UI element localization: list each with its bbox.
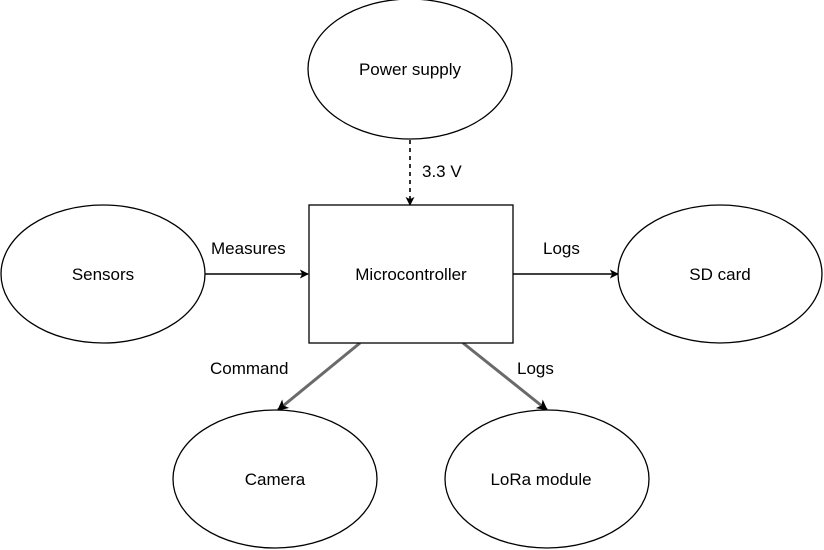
edge-mcu-to-lora [462, 341, 548, 412]
edge-camera-label: Command [210, 359, 288, 378]
node-sensors-label: Sensors [72, 265, 134, 284]
node-camera: Camera [172, 409, 378, 549]
node-lora-module: LoRa module [444, 409, 650, 549]
node-sd-card: SD card [617, 204, 823, 344]
edge-sensors-label: Measures [211, 239, 286, 258]
node-lora-module-label: LoRa module [490, 470, 591, 489]
edge-lora-label: Logs [517, 359, 554, 378]
node-microcontroller: Microcontroller [308, 204, 514, 344]
edge-sd-label: Logs [543, 239, 580, 258]
node-sensors: Sensors [0, 204, 206, 344]
node-power-supply-label: Power supply [359, 60, 462, 79]
node-microcontroller-label: Microcontroller [355, 265, 467, 284]
edge-mcu-to-camera [277, 341, 361, 412]
node-sd-card-label: SD card [689, 265, 750, 284]
node-power-supply: Power supply [307, 0, 513, 140]
node-camera-label: Camera [245, 470, 306, 489]
edge-power-label: 3.3 V [422, 162, 462, 181]
